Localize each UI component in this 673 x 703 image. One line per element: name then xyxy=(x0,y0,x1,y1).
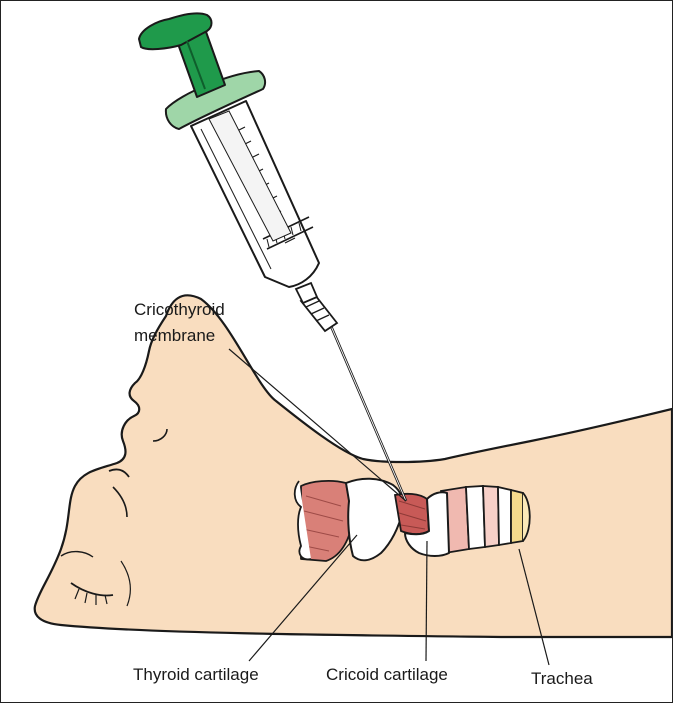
trachea-ring xyxy=(511,490,523,543)
trachea-ring xyxy=(483,486,499,547)
trachea xyxy=(441,486,530,553)
label-thyroid-cartilage: Thyroid cartilage xyxy=(133,662,259,688)
trachea-ring xyxy=(498,487,511,545)
head-and-neck xyxy=(35,295,672,637)
trachea-ring xyxy=(466,486,485,549)
cricothyroid-membrane xyxy=(395,494,429,534)
label-cricoid-cartilage: Cricoid cartilage xyxy=(326,662,448,688)
label-cricothyroid-line1: Cricothyroid xyxy=(134,297,254,323)
label-cricothyroid-line2: membrane xyxy=(134,323,254,349)
label-cricothyroid-membrane: Cricothyroid membrane xyxy=(134,297,254,349)
label-trachea: Trachea xyxy=(531,666,593,692)
